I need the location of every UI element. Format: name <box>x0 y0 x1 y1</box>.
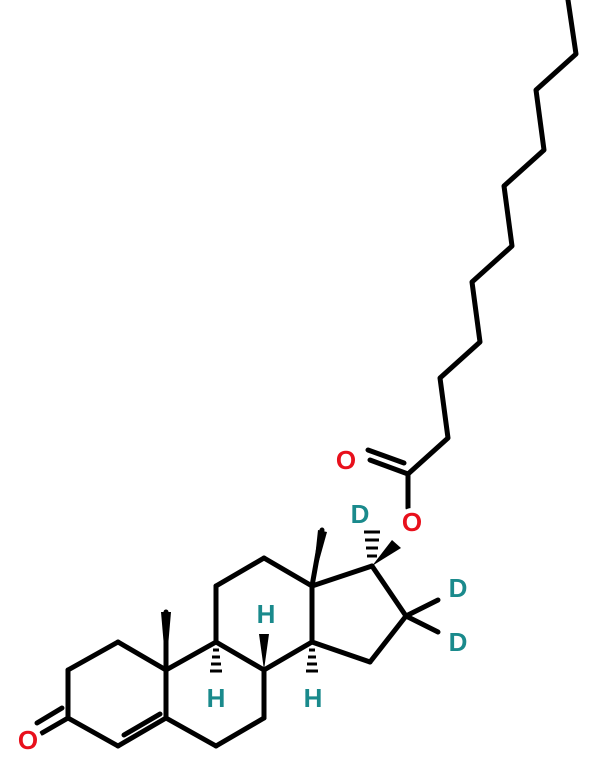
hash-c17-d <box>364 530 380 558</box>
bond-c-o-carbonyl-b <box>365 447 407 466</box>
bond-c3-c4 <box>65 715 121 749</box>
wedge-c8-h <box>259 634 269 670</box>
atom-deuterium-c16-lower: D <box>449 627 468 657</box>
wedge-c10-methyl <box>161 612 171 670</box>
atom-deuterium-c17: D <box>351 499 370 529</box>
stereo-bond-layer <box>161 530 401 673</box>
bond-c9-c10 <box>163 639 219 673</box>
bond-c12-c13 <box>261 555 315 589</box>
bond-c3-o-ketone-a <box>39 715 71 736</box>
bond-c3-o-ketone-b <box>34 705 65 726</box>
wedge-c17-o <box>372 540 401 566</box>
atom-ester-carbonyl-oxygen: O <box>336 445 356 475</box>
bond-c4-c5 <box>115 715 169 749</box>
bond-c16-c15 <box>367 613 409 665</box>
atom-label-layer: O O O D D D H H H <box>14 445 467 755</box>
atom-hydrogen-c9: H <box>207 683 226 713</box>
atom-ketone-oxygen: O <box>18 725 38 755</box>
bond-c16-d-upper <box>403 597 441 619</box>
bond-c16-d-lower <box>403 613 441 635</box>
bond-acyl-chain <box>405 0 579 477</box>
atom-hydrogen-c14: H <box>304 683 323 713</box>
bond-c10-c1 <box>115 639 169 673</box>
bond-c1-c2 <box>65 639 121 673</box>
atom-ester-oxygen: O <box>402 507 422 537</box>
bond-c14-c8 <box>261 639 315 673</box>
atom-deuterium-c16-upper: D <box>449 573 468 603</box>
bond-c6-c7 <box>213 715 267 749</box>
bond-c15-c14 <box>309 639 373 665</box>
bond-c-o-carbonyl-a <box>367 457 411 477</box>
bond-c4-c5-double <box>121 711 163 738</box>
hash-c14-h <box>306 648 318 673</box>
bond-c8-c9 <box>213 639 267 673</box>
hash-c9-h <box>210 648 222 673</box>
atom-hydrogen-c8: H <box>257 599 276 629</box>
wedge-c13-methyl <box>312 530 327 586</box>
bond-c17-c16 <box>369 563 409 619</box>
bond-c5-c6 <box>163 715 219 749</box>
bond-c11-c12 <box>213 555 267 589</box>
bond-c13-c17 <box>309 563 375 589</box>
bond-layer <box>34 0 579 749</box>
